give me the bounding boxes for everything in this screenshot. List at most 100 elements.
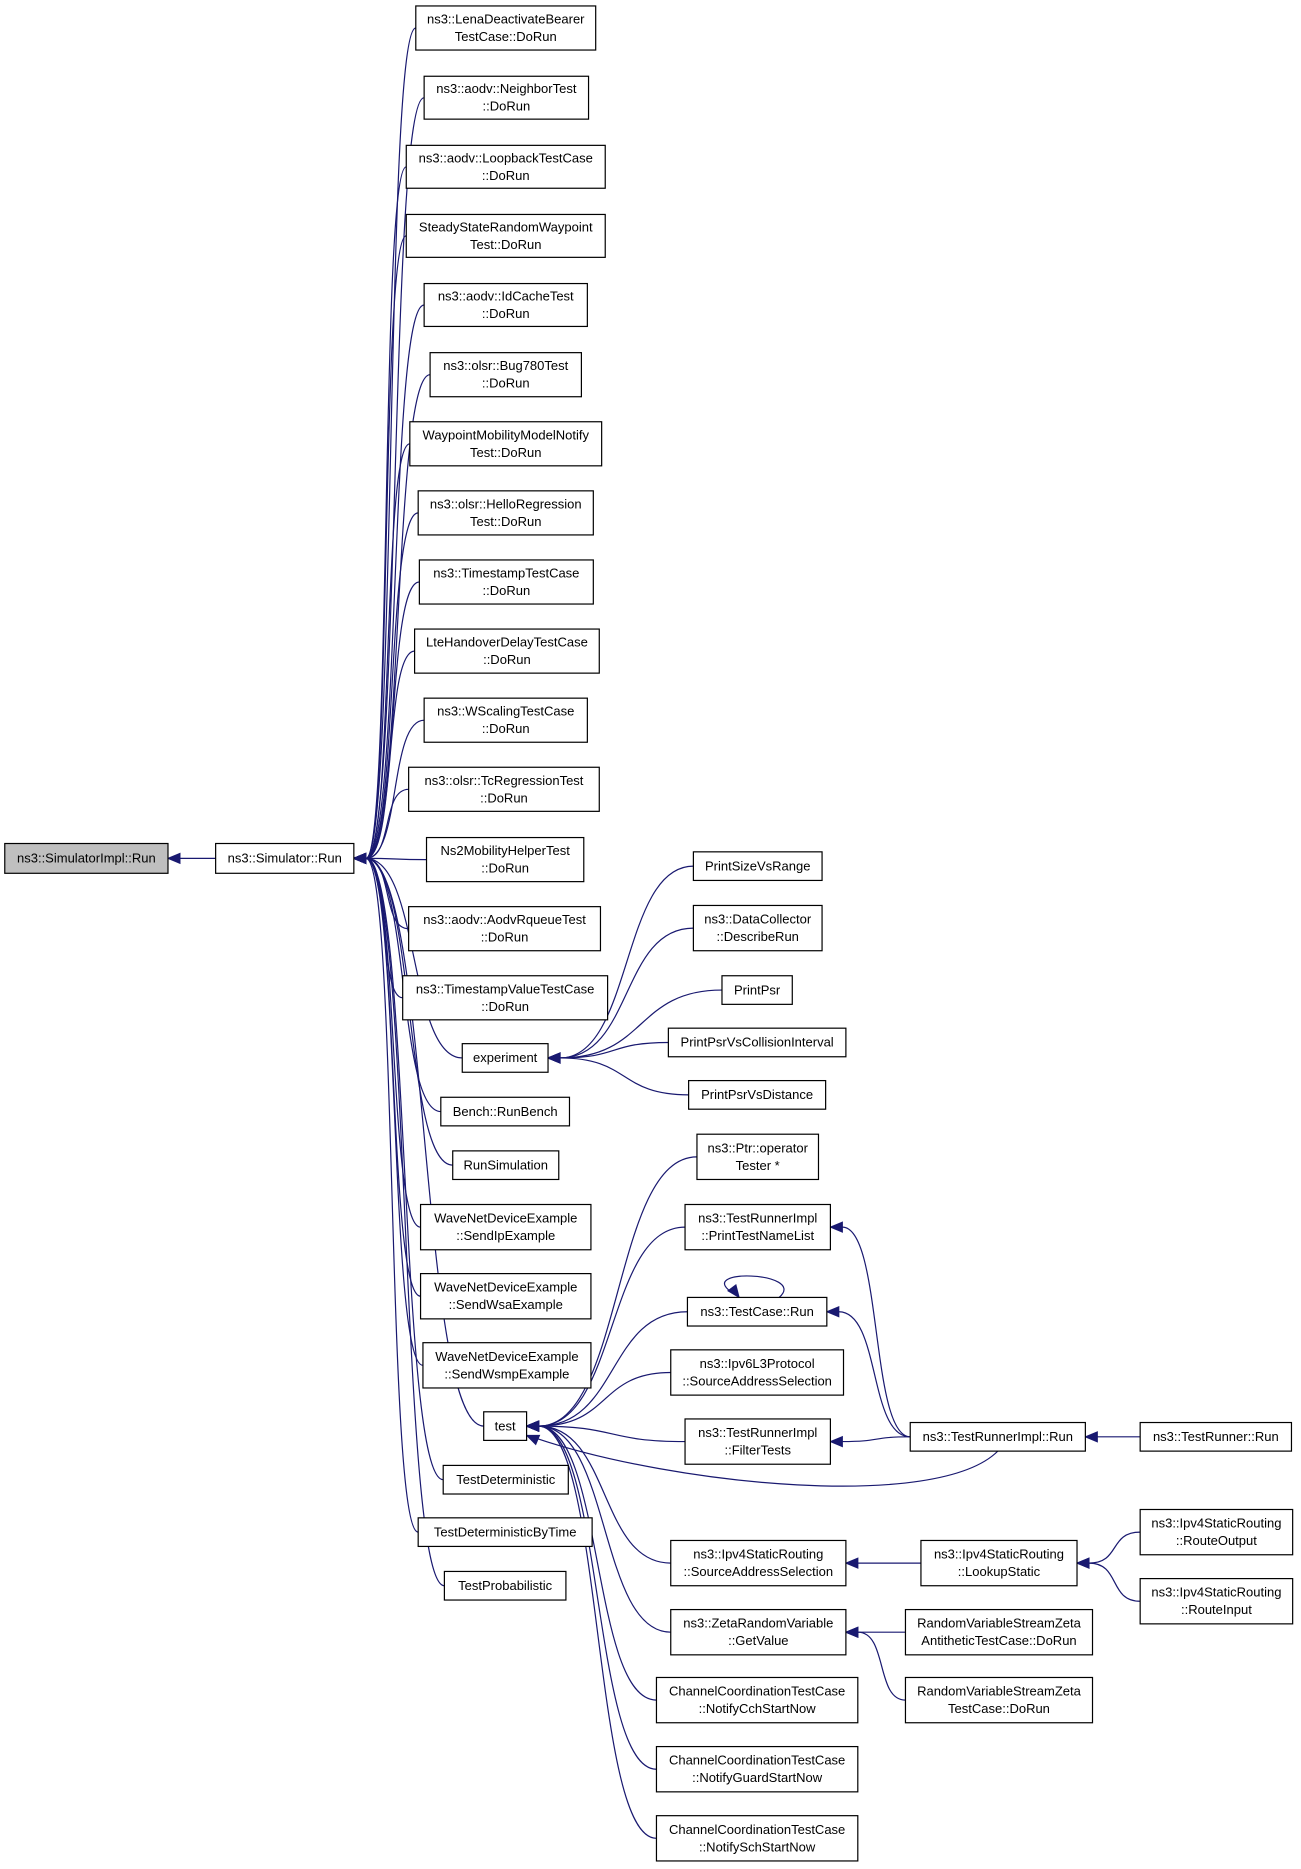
call-edge (838, 1311, 911, 1438)
call-edge (842, 1226, 911, 1438)
node-ns3-ipv4staticrouting-routeinput[interactable]: ns3::Ipv4StaticRouting::RouteInput (1139, 1577, 1294, 1625)
node-printpsrvsdistance[interactable]: PrintPsrVsDistance (688, 1079, 827, 1110)
node-label: ::RouteInput (1181, 1602, 1252, 1617)
node-label: TestCase::DoRun (455, 29, 557, 44)
node-box (452, 1150, 560, 1181)
node-box (461, 1043, 549, 1073)
node-testdeterministic[interactable]: TestDeterministic (442, 1464, 569, 1495)
node-label: WaveNetDeviceExample (434, 1280, 577, 1295)
node-box (423, 282, 588, 328)
node-ns3-olsr-bug780test-dorun[interactable]: ns3::olsr::Bug780Test::DoRun (429, 352, 582, 398)
call-edge-arrowhead (352, 852, 367, 865)
node-experiment[interactable]: experiment (461, 1043, 549, 1073)
call-edge (365, 650, 415, 859)
node-ns3-aodv-neighbortest-dorun[interactable]: ns3::aodv::NeighborTest::DoRun (423, 75, 590, 120)
node-label: ::SendWsaExample (449, 1297, 563, 1312)
node-label: ::RouteOutput (1176, 1533, 1257, 1548)
node-label: ns3::Ipv6L3Protocol (700, 1356, 815, 1371)
call-edge-arrowhead (844, 1557, 859, 1569)
node-box (483, 1411, 528, 1441)
node-label: ::DoRun (482, 99, 530, 114)
node-printpsr[interactable]: PrintPsr (721, 975, 793, 1005)
node-box (429, 352, 582, 398)
call-edge (842, 1436, 911, 1443)
node-ns3-simulator-run[interactable]: ns3::Simulator::Run (215, 842, 355, 874)
node-label: ns3::LenaDeactivateBearer (427, 11, 585, 26)
node-label: RandomVariableStreamZeta (917, 1684, 1082, 1699)
node-label: ns3::olsr::Bug780Test (443, 358, 568, 373)
node-testdeterministicbytime[interactable]: TestDeterministicByTime (417, 1517, 593, 1548)
node-runsimulation[interactable]: RunSimulation (452, 1150, 560, 1181)
node-ns3-testrunnerimpl-printtestnamelist[interactable]: ns3::TestRunnerImpl::PrintTestNameList (684, 1203, 832, 1251)
node-label: ns3::SimulatorImpl::Run (17, 851, 156, 866)
node-box (425, 836, 585, 883)
node-label: ::DescribeRun (717, 929, 799, 944)
node-label: ::DoRun (480, 790, 528, 805)
node-wavenetdeviceexample-sendwsaexample[interactable]: WaveNetDeviceExample::SendWsaExample (419, 1272, 592, 1320)
call-edge (538, 1156, 697, 1427)
node-label: ns3::Ipv4StaticRouting (1151, 1516, 1281, 1531)
call-edge (365, 235, 407, 859)
call-edge (538, 1425, 671, 1633)
node-ns3-testrunnerimpl-filtertests[interactable]: ns3::TestRunnerImpl::FilterTests (684, 1418, 832, 1465)
node-label: TestDeterministicByTime (434, 1524, 577, 1539)
call-edge (538, 1425, 657, 1701)
node-ns3-zetarandomvariable-getvalue[interactable]: ns3::ZetaRandomVariable::GetValue (670, 1608, 847, 1656)
node-ns3-timestampvaluetestcase-dorun[interactable]: ns3::TimestampValueTestCase::DoRun (402, 975, 609, 1021)
node-randomvariablestreamzeta-antithetictestcase-dorun[interactable]: RandomVariableStreamZetaAntitheticTestCa… (904, 1608, 1094, 1656)
call-edge-arrowhead (1075, 1557, 1090, 1569)
call-edge (365, 857, 427, 861)
node-ns3-ipv6l3protocol-sourceaddressselection[interactable]: ns3::Ipv6L3Protocol::SourceAddressSelect… (670, 1349, 845, 1396)
call-edge (365, 857, 419, 1533)
call-edge-arrowhead (166, 852, 181, 865)
call-edge (538, 1425, 686, 1443)
node-bench-runbench[interactable]: Bench::RunBench (440, 1096, 571, 1127)
node-printsizevsrange[interactable]: PrintSizeVsRange (692, 851, 823, 882)
node-ns3-aodv-loopbacktestcase-dorun[interactable]: ns3::aodv::LoopbackTestCase::DoRun (405, 144, 606, 189)
node-label: ns3::TestCase::Run (700, 1304, 813, 1319)
node-ns3-testrunnerimpl-run[interactable]: ns3::TestRunnerImpl::Run (909, 1421, 1086, 1452)
node-channelcoordinationtestcase-notifyschstartnow[interactable]: ChannelCoordinationTestCase::NotifySchSt… (655, 1815, 859, 1862)
node-ns3-wscalingtestcase-dorun[interactable]: ns3::WScalingTestCase::DoRun (423, 697, 588, 743)
node-label: TestCase::DoRun (948, 1701, 1050, 1716)
node-ns3-ipv4staticrouting-sourceaddressselection[interactable]: ns3::Ipv4StaticRouting::SourceAddressSel… (670, 1539, 847, 1587)
node-test[interactable]: test (483, 1411, 528, 1441)
node-wavenetdeviceexample-sendipexample[interactable]: WaveNetDeviceExample::SendIpExample (419, 1203, 592, 1251)
call-edge (538, 1371, 671, 1427)
node-ns3-timestamptestcase-dorun[interactable]: ns3::TimestampTestCase::DoRun (418, 559, 594, 605)
node-ns3-aodv-aodvrqueuetest-dorun[interactable]: ns3::aodv::AodvRqueueTest::DoRun (408, 906, 602, 952)
node-box (423, 697, 588, 743)
node-ns3-testrunner-run[interactable]: ns3::TestRunner::Run (1139, 1421, 1293, 1452)
node-printpsrvscollisioninterval[interactable]: PrintPsrVsCollisionInterval (667, 1027, 847, 1058)
node-ns3-ipv4staticrouting-lookupstatic[interactable]: ns3::Ipv4StaticRouting::LookupStatic (920, 1539, 1078, 1587)
node-channelcoordinationtestcase-notifycchstartnow[interactable]: ChannelCoordinationTestCase::NotifyCchSt… (655, 1676, 859, 1724)
node-ns3-simulatorimpl-run[interactable]: ns3::SimulatorImpl::Run (4, 842, 169, 874)
node-ns2mobilityhelpertest-dorun[interactable]: Ns2MobilityHelperTest::DoRun (425, 836, 585, 883)
call-edge (365, 788, 409, 859)
node-label: ChannelCoordinationTestCase (669, 1753, 845, 1768)
node-label: ns3::TestRunner::Run (1153, 1429, 1279, 1444)
call-edge-arrowhead (829, 1435, 843, 1448)
node-channelcoordinationtestcase-notifyguardstartnow[interactable]: ChannelCoordinationTestCase::NotifyGuard… (655, 1745, 859, 1793)
node-ltehandoverdelaytestcase-dorun[interactable]: LteHandoverDelayTestCase::DoRun (414, 628, 600, 674)
node-label: ::SourceAddressSelection (682, 1373, 832, 1388)
node-ns3-datacollector-describerun[interactable]: ns3::DataCollector::DescribeRun (692, 904, 823, 952)
call-edge-arrowhead (844, 1626, 859, 1638)
node-box (684, 1418, 832, 1465)
node-ns3-ipv4staticrouting-routeoutput[interactable]: ns3::Ipv4StaticRouting::RouteOutput (1139, 1508, 1294, 1556)
node-ns3-olsr-tcregressiontest-dorun[interactable]: ns3::olsr::TcRegressionTest::DoRun (408, 766, 600, 812)
node-testprobabilistic[interactable]: TestProbabilistic (443, 1570, 567, 1601)
node-box (1139, 1421, 1293, 1452)
node-ns3-testcase-run[interactable]: ns3::TestCase::Run (686, 1296, 828, 1327)
node-label: ns3::aodv::LoopbackTestCase (419, 150, 593, 165)
node-label: ns3::TimestampTestCase (433, 565, 579, 580)
node-label: ChannelCoordinationTestCase (669, 1822, 845, 1837)
node-wavenetdeviceexample-sendwsmpexample[interactable]: WaveNetDeviceExample::SendWsmpExample (422, 1342, 592, 1389)
node-ns3-aodv-idcachetest-dorun[interactable]: ns3::aodv::IdCacheTest::DoRun (423, 282, 588, 328)
